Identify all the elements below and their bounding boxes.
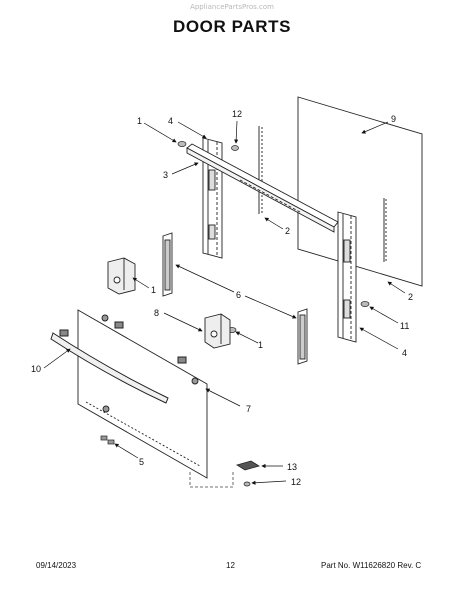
callout-5: 5	[139, 457, 144, 467]
callout-8: 8	[154, 308, 159, 318]
callout-10: 10	[31, 364, 41, 374]
door-hinge-left	[162, 232, 173, 297]
hinge-bracket-left	[107, 257, 136, 295]
footer-part-number: Part No. W11626820 Rev. C	[321, 561, 422, 570]
glass-edge-strip-center	[258, 126, 263, 214]
inner-glass-panel	[297, 96, 423, 287]
callout-12: 12	[232, 109, 242, 119]
callout-2: 2	[408, 292, 413, 302]
watermark: AppliancePartsPros.com	[190, 3, 274, 11]
callout-1: 1	[151, 285, 156, 295]
callout-6: 6	[236, 290, 241, 300]
leader-lines	[43, 120, 406, 485]
callout-1: 1	[258, 340, 263, 350]
bottom-bracket	[236, 460, 260, 471]
right-door-rail	[337, 211, 357, 343]
callout-3: 3	[163, 170, 168, 180]
callout-4: 4	[168, 116, 173, 126]
callout-11: 11	[400, 321, 409, 331]
vent-screws	[100, 435, 115, 445]
callout-7: 7	[246, 404, 251, 414]
callout-1: 1	[137, 116, 142, 126]
assembly-path	[189, 470, 234, 488]
footer-page-number: 12	[226, 561, 235, 570]
callout-9: 9	[391, 114, 396, 124]
callout-13: 13	[287, 462, 297, 472]
callout-2: 2	[285, 226, 290, 236]
outer-door-glass	[77, 309, 208, 479]
hinge-bracket-right	[204, 313, 231, 349]
callouts: 1 4 12 9 3 2 2 1 6 8 1 11 4 10 7 5 13 12	[31, 109, 413, 487]
glass-edge-strip-right	[383, 198, 387, 262]
page-title: DOOR PARTS	[172, 17, 292, 36]
door-hinge-right	[297, 308, 308, 365]
door-handle	[50, 321, 187, 404]
callout-12: 12	[291, 477, 301, 487]
callout-4: 4	[402, 348, 407, 358]
top-door-trim	[186, 143, 339, 233]
footer-date: 09/14/2023	[36, 561, 77, 570]
